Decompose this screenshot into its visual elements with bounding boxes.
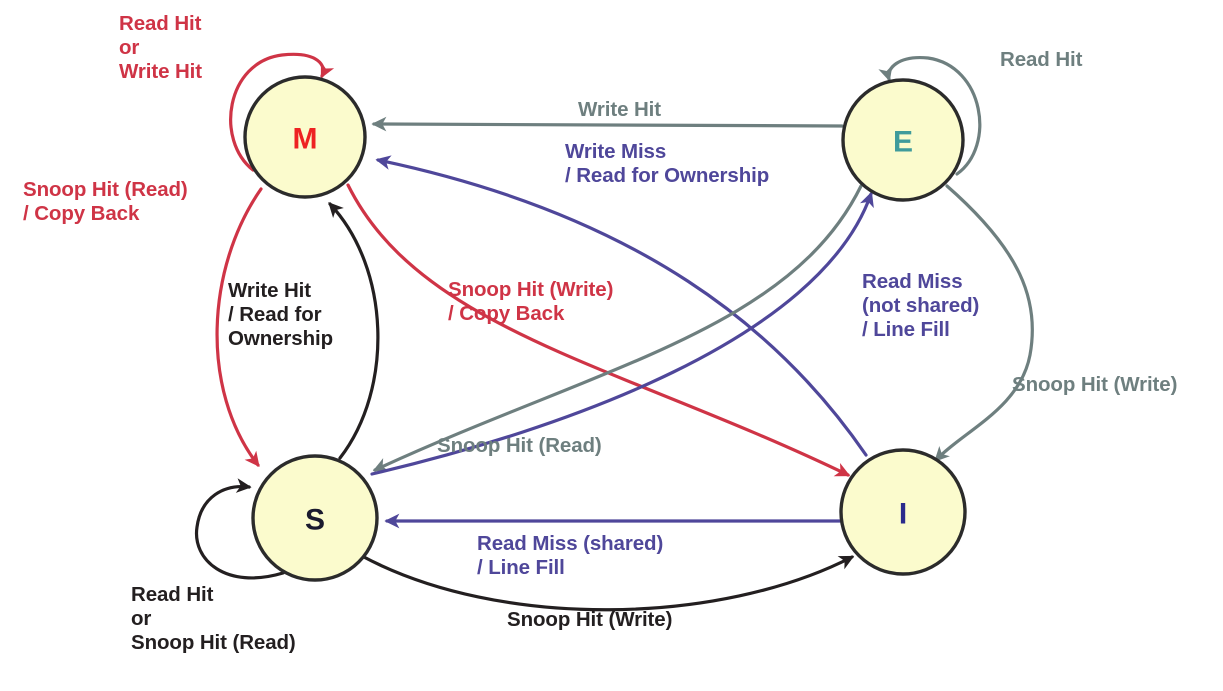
edge-s-to-i <box>360 554 855 612</box>
state-circle-i <box>839 448 967 576</box>
edge-label-e-self-loop: Read Hit <box>1000 48 1083 71</box>
state-label-s: S <box>305 504 325 537</box>
edge-m-to-i <box>346 183 851 477</box>
edge-label-s-self-loop: Read Hit or Snoop Hit (Read) <box>131 583 296 655</box>
edge-label-e-to-s: Snoop Hit (Read) <box>437 434 602 457</box>
edge-label-e-to-i: Snoop Hit (Write) <box>1012 373 1178 396</box>
edge-label-s-to-i: Snoop Hit (Write) <box>507 608 673 631</box>
state-label-i: I <box>899 498 907 531</box>
edge-label-m-to-s: Snoop Hit (Read) / Copy Back <box>23 178 188 226</box>
state-node-e[interactable]: E <box>841 78 965 202</box>
edge-s-to-e <box>370 191 874 476</box>
edge-e-to-m <box>371 116 844 132</box>
edge-e-to-s <box>372 184 863 472</box>
state-circle-m <box>243 75 367 199</box>
edge-label-i-to-m: Write Miss / Read for Ownership <box>565 140 770 188</box>
edge-label-s-to-e: Read Miss (not shared) / Line Fill <box>862 270 980 342</box>
edge-m-self-loop <box>229 52 335 172</box>
state-label-m: M <box>293 123 318 156</box>
edge-m-to-s <box>215 187 263 468</box>
edge-label-s-to-m: Write Hit / Read for Ownership <box>228 279 334 351</box>
edge-e-to-i <box>934 184 1034 462</box>
state-node-m[interactable]: M <box>243 75 367 199</box>
state-node-s[interactable]: S <box>251 454 379 582</box>
state-circle-s <box>251 454 379 582</box>
state-node-i[interactable]: I <box>839 448 967 576</box>
edge-s-to-m <box>328 202 380 460</box>
edge-label-m-self-loop: Read Hit or Write Hit <box>119 12 203 84</box>
edge-i-to-m <box>375 155 868 457</box>
edge-label-m-to-i: Snoop Hit (Write) / Copy Back <box>448 278 614 326</box>
state-circle-e <box>841 78 965 202</box>
edge-label-e-to-m: Write Hit <box>578 98 662 121</box>
state-label-e: E <box>893 126 913 159</box>
edge-e-self-loop <box>878 56 982 176</box>
edge-label-i-to-s: Read Miss (shared) / Line Fill <box>477 532 664 580</box>
edge-s-self-loop <box>194 478 285 580</box>
